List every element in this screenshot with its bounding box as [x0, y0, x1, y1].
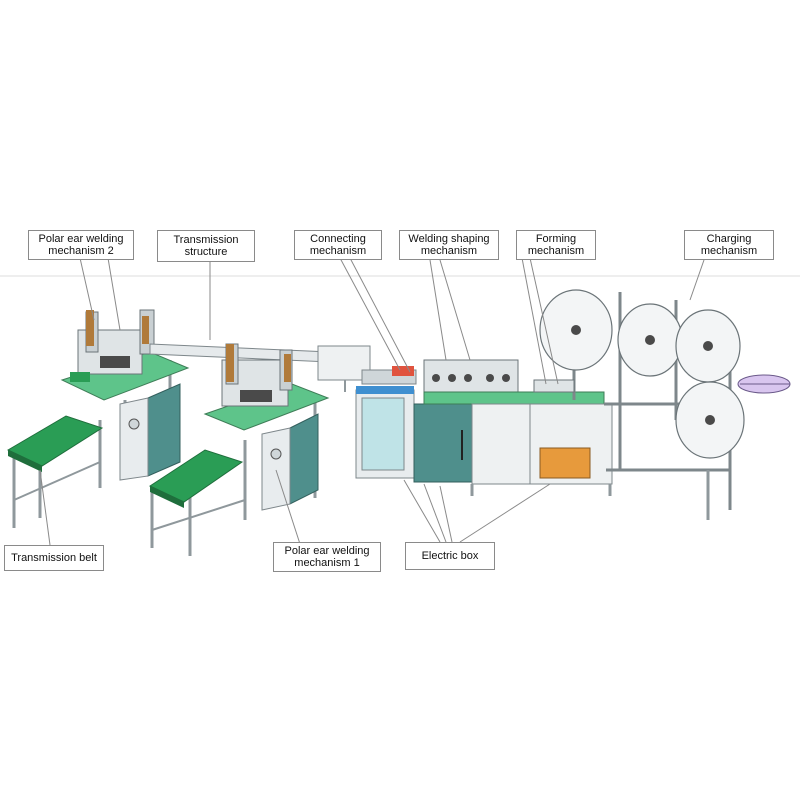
- callout-polar-ear-welding-2: Polar ear welding mechanism 2: [28, 230, 134, 260]
- charging-unit: [533, 289, 791, 520]
- transmission-rail: [149, 343, 371, 392]
- center-unit: [355, 359, 613, 496]
- leader-lines: [39, 257, 705, 546]
- callout-transmission-belt: Transmission belt: [4, 545, 104, 571]
- callout-polar-ear-welding-1: Polar ear welding mechanism 1: [273, 542, 381, 572]
- callout-forming-mechanism: Forming mechanism: [516, 230, 596, 260]
- callout-electric-box: Electric box: [405, 542, 495, 570]
- middle-welding-unit: [148, 343, 330, 556]
- callout-transmission-structure: Transmission structure: [157, 230, 255, 262]
- callout-welding-shaping-mechanism: Welding shaping mechanism: [399, 230, 499, 260]
- callout-charging-mechanism: Charging mechanism: [684, 230, 774, 260]
- left-welding-unit: [6, 309, 190, 528]
- callout-connecting-mechanism: Connecting mechanism: [294, 230, 382, 260]
